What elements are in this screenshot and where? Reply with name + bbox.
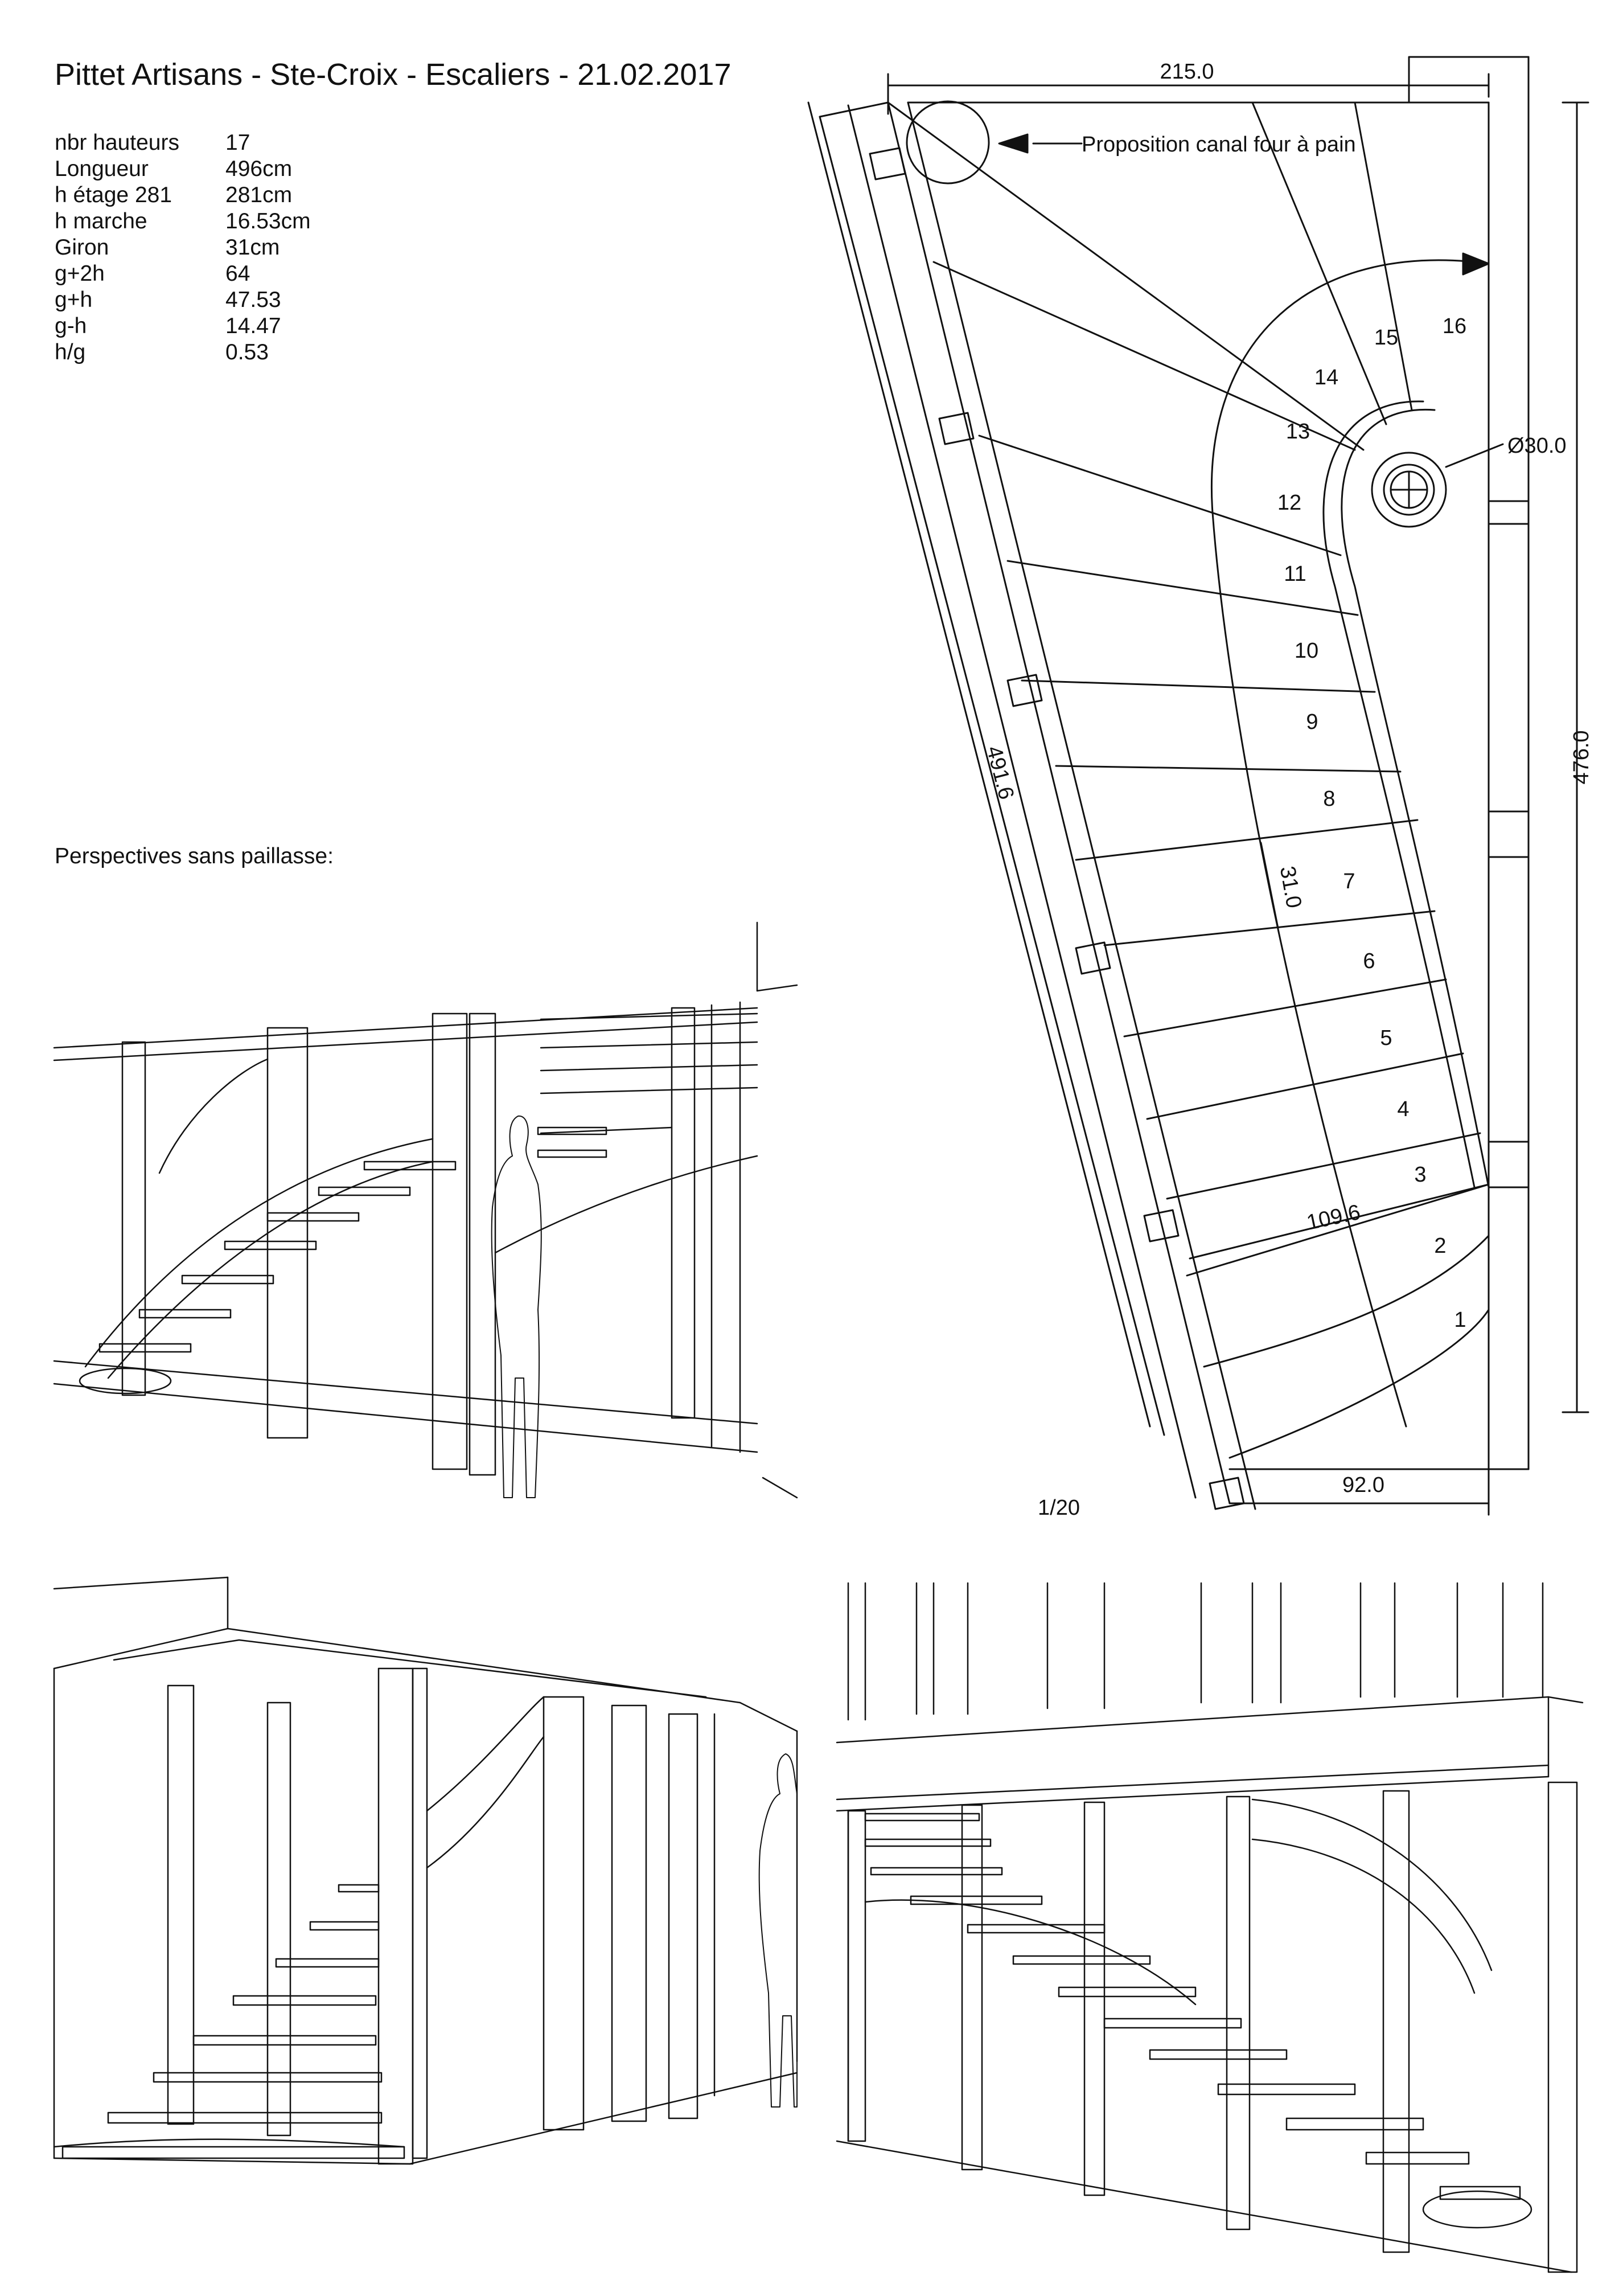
step-number: 9 — [1306, 710, 1318, 734]
walking-line-arrow-head — [1462, 252, 1490, 276]
step-number: 12 — [1277, 491, 1301, 515]
oven-channel-circle — [906, 100, 990, 184]
param-label: g+2h — [55, 261, 105, 286]
step-number: 15 — [1374, 326, 1398, 350]
step-number: 11 — [1284, 562, 1306, 586]
param-value: 47.53 — [225, 288, 281, 312]
perspective-view-3 — [836, 1582, 1584, 2273]
step-number: 2 — [1434, 1234, 1446, 1258]
plan-stringer-slots — [869, 147, 1245, 1510]
drawing-scale: 1/20 — [1038, 1496, 1080, 1520]
perspective-view-2 — [53, 1576, 798, 2165]
step-number: 8 — [1323, 787, 1335, 811]
dimension-bottom: 92.0 — [1342, 1473, 1384, 1497]
plan-inner-stringer — [1341, 408, 1490, 1188]
param-value: 64 — [225, 261, 250, 286]
plan-inner-stringer-outer — [1322, 400, 1476, 1188]
newel-post — [1371, 452, 1447, 528]
param-row: g+2h 64 — [55, 261, 311, 287]
page-title: Pittet Artisans - Ste-Croix - Escaliers … — [55, 58, 732, 92]
step-number: 5 — [1380, 1026, 1392, 1050]
param-value: 31cm — [225, 235, 280, 260]
param-row: Longueur 496cm — [55, 156, 311, 182]
stair-parameters-table: nbr hauteurs 17 Longueur 496cm h étage 281… — [55, 130, 311, 366]
step-number: 4 — [1397, 1097, 1409, 1121]
stair-plan-view: Proposition canal four à pain Ø30.0 215.… — [807, 56, 1593, 1520]
step-number: 6 — [1363, 949, 1375, 973]
param-row: Giron 31cm — [55, 235, 311, 261]
perspectives-caption: Perspectives sans paillasse: — [55, 844, 334, 868]
dimension-top: 215.0 — [1160, 60, 1214, 84]
param-row: g-h 14.47 — [55, 313, 311, 339]
param-value: 496cm — [225, 157, 293, 181]
oven-note-arrow-head — [998, 133, 1029, 154]
dimension-tread-width: 109.6 — [1305, 1200, 1363, 1235]
param-value: 14.47 — [225, 314, 281, 338]
param-label: h/g — [55, 340, 86, 364]
post-diameter-label: Ø30.0 — [1507, 434, 1567, 458]
param-value: 281cm — [225, 183, 293, 207]
plan-right-wall — [907, 56, 1530, 1470]
dimension-right: 476.0 — [1569, 730, 1593, 784]
param-label: nbr hauteurs — [55, 130, 179, 155]
plan-walking-line — [1211, 259, 1476, 1428]
param-value: 16.53cm — [225, 209, 311, 233]
step-number: 10 — [1295, 639, 1318, 663]
dimension-giron: 31.0 — [1275, 864, 1306, 910]
param-row: g+h 47.53 — [55, 287, 311, 313]
step-number: 3 — [1414, 1163, 1426, 1187]
param-label: Longueur — [55, 157, 149, 181]
param-label: h marche — [55, 209, 147, 233]
param-value: 17 — [225, 130, 250, 155]
step-number: 7 — [1343, 870, 1355, 893]
step-number: 1 — [1454, 1308, 1466, 1332]
param-label: h étage 281 — [55, 183, 172, 207]
step-number: 13 — [1286, 420, 1310, 444]
param-row: h étage 281 281cm — [55, 182, 311, 208]
param-row: h/g 0.53 — [55, 339, 311, 366]
step-number: 14 — [1314, 366, 1338, 390]
param-value: 0.53 — [225, 340, 269, 364]
param-row: nbr hauteurs 17 — [55, 130, 311, 156]
plan-outer-stringer — [819, 101, 1256, 1510]
plan-tread-lines — [887, 101, 1490, 1459]
step-numbers: 1 2 3 4 5 6 7 8 9 10 11 12 13 14 15 16 — [1277, 314, 1466, 1332]
param-label: g-h — [55, 314, 87, 338]
oven-note-label: Proposition canal four à pain — [1082, 133, 1356, 157]
perspective-view-1 — [53, 921, 798, 1499]
param-label: Giron — [55, 235, 109, 260]
param-label: g+h — [55, 288, 93, 312]
param-row: h marche 16.53cm — [55, 208, 311, 235]
step-number: 16 — [1443, 314, 1466, 338]
